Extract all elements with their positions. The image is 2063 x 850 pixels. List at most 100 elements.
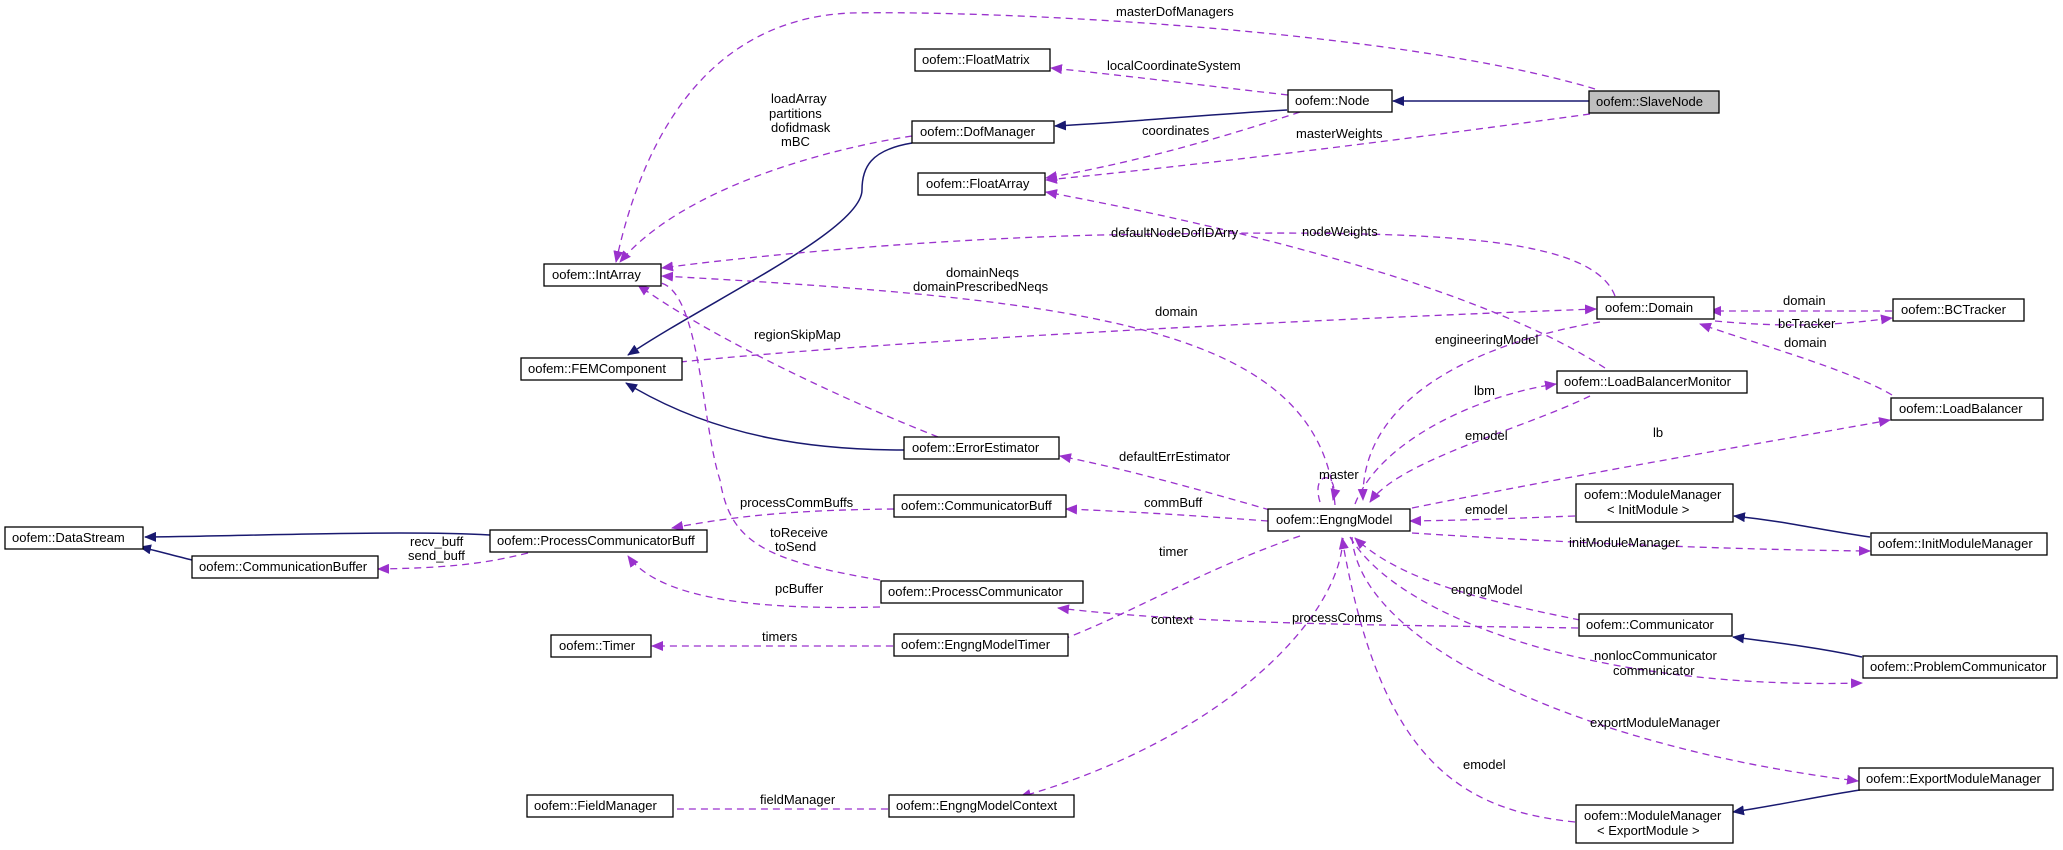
node-loadbalancermonitor-label: oofem::LoadBalancerMonitor <box>1564 374 1732 389</box>
node-dofmanager[interactable]: oofem::DofManager <box>911 120 1055 144</box>
node-timer-label: oofem::Timer <box>559 638 636 653</box>
label-pcBuffer: pcBuffer <box>775 581 824 596</box>
label-engineeringModel: engineeringModel <box>1435 332 1538 347</box>
usage-edges <box>377 12 1893 823</box>
node-engngmodel[interactable]: oofem::EngngModel <box>1267 508 1411 532</box>
node-floatmatrix[interactable]: oofem::FloatMatrix <box>914 48 1051 72</box>
node-intarray-label: oofem::IntArray <box>552 267 641 282</box>
node-engngmodel-label: oofem::EngngModel <box>1276 512 1392 527</box>
edge-problemcomm-communicator <box>1732 633 1863 658</box>
label-nodeWeights: nodeWeights <box>1302 224 1378 239</box>
label-toReceive: toReceive <box>770 525 828 540</box>
label-processCommBuffs: processCommBuffs <box>740 495 854 510</box>
label-processComms: processComms <box>1292 610 1383 625</box>
node-processcommunicator[interactable]: oofem::ProcessCommunicator <box>880 580 1084 604</box>
edge-exportmodulemanager-engngmodel <box>1338 537 1576 823</box>
label-timers: timers <box>762 629 798 644</box>
node-engngmodelcontext[interactable]: oofem::EngngModelContext <box>888 794 1075 818</box>
node-problemcommunicator-label: oofem::ProblemCommunicator <box>1870 659 2047 674</box>
node-processcommunicatorbuff[interactable]: oofem::ProcessCommunicatorBuff <box>489 529 708 553</box>
label-domain-bctracker: domain <box>1783 293 1826 308</box>
node-loadbalancer[interactable]: oofem::LoadBalancer <box>1890 397 2044 421</box>
label-master: master <box>1319 467 1359 482</box>
label-domain-loadbalancer: domain <box>1784 335 1827 350</box>
label-context: context <box>1151 612 1193 627</box>
node-communicator[interactable]: oofem::Communicator <box>1578 613 1733 637</box>
node-bctracker-label: oofem::BCTracker <box>1901 302 2007 317</box>
edge-engngmodel-master <box>1317 477 1341 503</box>
label-engngModel: engngModel <box>1451 582 1523 597</box>
label-communicator: communicator <box>1613 663 1695 678</box>
node-communicator-label: oofem::Communicator <box>1586 617 1715 632</box>
node-communicatorbuff[interactable]: oofem::CommunicatorBuff <box>893 494 1067 518</box>
label-emodel-exportmodule: emodel <box>1463 757 1506 772</box>
label-mBC: mBC <box>781 134 810 149</box>
node-communicationbuffer[interactable]: oofem::CommunicationBuffer <box>191 555 379 579</box>
label-masterWeights: masterWeights <box>1296 126 1383 141</box>
node-slavenode[interactable]: oofem::SlaveNode <box>1588 90 1720 114</box>
node-loadbalancermonitor[interactable]: oofem::LoadBalancerMonitor <box>1556 370 1748 394</box>
class-nodes: oofem::SlaveNode oofem::Node oofem::Floa… <box>4 48 2058 844</box>
edge-commbuffer-datastream <box>139 544 193 561</box>
node-node[interactable]: oofem::Node <box>1287 89 1393 113</box>
node-domain[interactable]: oofem::Domain <box>1596 296 1715 320</box>
node-floatarray-label: oofem::FloatArray <box>926 176 1030 191</box>
node-initmodulemanager[interactable]: oofem::InitModuleManager <box>1870 532 2048 556</box>
edge-engngmodel-communicatorbuff <box>1065 504 1269 522</box>
node-exportmodulemanager-label: oofem::ExportModuleManager <box>1866 771 2042 786</box>
edge-engngmodel-problemcomm <box>1349 536 1863 689</box>
node-fieldmanager[interactable]: oofem::FieldManager <box>526 794 674 818</box>
node-engngmodeltimer[interactable]: oofem::EngngModelTimer <box>893 633 1069 657</box>
edge-engngmodelcontext-engngmodel <box>1019 537 1344 799</box>
edge-engngmodel-initmm <box>1411 532 1871 556</box>
edge-node-floatarray <box>1045 111 1301 182</box>
node-bctracker[interactable]: oofem::BCTracker <box>1892 298 2025 322</box>
label-recv_buff: recv_buff <box>410 534 464 549</box>
edge-loadbalancer-domain <box>1699 322 1893 396</box>
edge-engngmodel-timer <box>1049 535 1301 646</box>
node-dofmanager-label: oofem::DofManager <box>920 124 1036 139</box>
edge-engngmodel-loadbalancer <box>1411 417 1891 509</box>
node-communicationbuffer-label: oofem::CommunicationBuffer <box>199 559 368 574</box>
label-defaultErrEstimator: defaultErrEstimator <box>1119 449 1231 464</box>
edge-communicator-engngmodel <box>1354 537 1581 621</box>
label-domainPrescribedNeqs: domainPrescribedNeqs <box>913 279 1049 294</box>
edge-domain-engngmodel <box>1357 321 1601 501</box>
label-partitions: partitions <box>769 106 822 121</box>
edge-domain-bctracker <box>1714 314 1893 326</box>
node-modulemanager-initmodule[interactable]: oofem::ModuleManager < InitModule > <box>1575 483 1734 523</box>
node-errorestimator[interactable]: oofem::ErrorEstimator <box>903 436 1060 460</box>
node-communicatorbuff-label: oofem::CommunicatorBuff <box>901 498 1052 513</box>
label-domain-femcomponent: domain <box>1155 304 1198 319</box>
node-datastream-label: oofem::DataStream <box>12 530 125 545</box>
edge-engngmodel-lbm <box>1354 380 1557 505</box>
edge-slavenode-floatarray <box>1045 113 1591 184</box>
edge-lbm-floatarray <box>1045 189 1606 369</box>
edge-exportmm-modulemanager <box>1732 789 1861 816</box>
node-floatarray[interactable]: oofem::FloatArray <box>917 172 1046 196</box>
edge-femcomponent-domain <box>679 304 1597 363</box>
edge-errorestimator-intarray <box>637 284 939 438</box>
node-engngmodelcontext-label: oofem::EngngModelContext <box>896 798 1058 813</box>
edge-communicatorbuff-pcbuff <box>671 508 895 531</box>
node-engngmodeltimer-label: oofem::EngngModelTimer <box>901 637 1051 652</box>
node-exportmodulemanager[interactable]: oofem::ExportModuleManager <box>1858 767 2054 791</box>
edge-dofmanager-intarray <box>619 135 913 263</box>
node-femcomponent[interactable]: oofem::FEMComponent <box>520 357 683 381</box>
node-processcommunicatorbuff-label: oofem::ProcessCommunicatorBuff <box>497 533 695 548</box>
edge-dofmanager-femcomponent <box>627 142 913 356</box>
label-commBuff: commBuff <box>1144 495 1203 510</box>
node-modulemanager-initmodule-line2: < InitModule > <box>1607 502 1689 517</box>
node-domain-label: oofem::Domain <box>1605 300 1693 315</box>
edge-engngmodel-exportmm <box>1351 536 1859 785</box>
node-problemcommunicator[interactable]: oofem::ProblemCommunicator <box>1862 655 2058 679</box>
node-intarray[interactable]: oofem::IntArray <box>543 263 662 287</box>
node-timer[interactable]: oofem::Timer <box>550 634 652 658</box>
label-emodel-lbm: emodel <box>1465 428 1508 443</box>
label-lbm: lbm <box>1474 383 1495 398</box>
node-modulemanager-exportmodule-line1: oofem::ModuleManager <box>1584 808 1722 823</box>
label-loadArray: loadArray <box>771 91 827 106</box>
node-floatmatrix-label: oofem::FloatMatrix <box>922 52 1030 67</box>
node-modulemanager-exportmodule[interactable]: oofem::ModuleManager < ExportModule > <box>1575 804 1734 844</box>
node-datastream[interactable]: oofem::DataStream <box>4 526 144 550</box>
